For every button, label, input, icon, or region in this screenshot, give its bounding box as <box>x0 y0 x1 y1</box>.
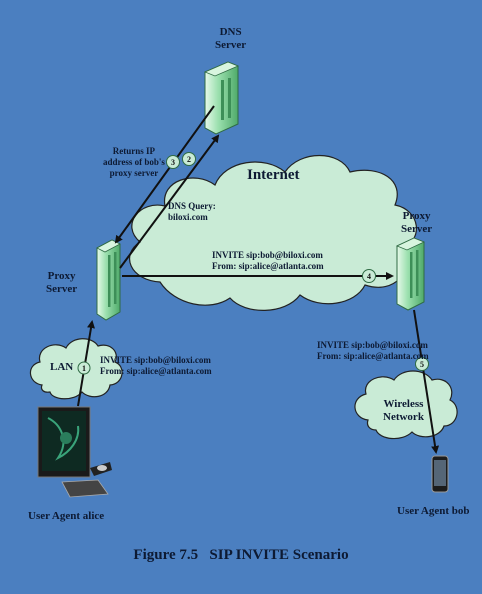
dns-server-icon <box>203 61 240 135</box>
svg-text:3: 3 <box>171 158 175 167</box>
arrow-step-5 <box>413 309 440 454</box>
arrow-step-2 <box>119 134 220 269</box>
arrow-step-3 <box>114 105 215 244</box>
wireless-network-label: Wireless Network <box>383 398 424 423</box>
returns-ip-label: Returns IP address of bob's proxy server <box>103 146 165 178</box>
lan-cloud <box>29 338 123 400</box>
user-agent-alice-label: User Agent alice <box>28 510 105 522</box>
step-marker-4: 4 <box>362 269 376 283</box>
dns-query-label: DNS Query: biloxi.com <box>168 201 216 222</box>
bob-phone-icon <box>431 455 449 493</box>
invite-internet-label: INVITE sip:bob@biloxi.com From: sip:alic… <box>212 250 324 271</box>
proxy-server-right-icon <box>395 237 426 311</box>
svg-text:5: 5 <box>420 360 424 369</box>
lan-label: LAN <box>50 361 74 373</box>
proxy-server-right-label: Proxy Server <box>401 210 433 235</box>
dns-server-label: DNS Server <box>215 26 247 51</box>
user-agent-bob-label: User Agent bob <box>397 505 470 517</box>
svg-text:4: 4 <box>367 272 371 281</box>
internet-label: Internet <box>247 167 300 183</box>
step-marker-2: 2 <box>182 152 196 166</box>
internet-cloud <box>129 154 417 311</box>
proxy-server-left-icon <box>96 239 121 321</box>
step-marker-5: 5 <box>415 357 429 371</box>
invite-lan-label: INVITE sip:bob@biloxi.com From: sip:alic… <box>100 355 212 376</box>
invite-wireless-label: INVITE sip:bob@biloxi.com From: sip:alic… <box>317 340 429 361</box>
proxy-server-left-label: Proxy Server <box>46 270 78 295</box>
step-marker-3: 3 <box>166 155 180 169</box>
figure-caption: Figure 7.5 SIP INVITE Scenario <box>133 547 349 563</box>
svg-text:1: 1 <box>82 364 86 373</box>
svg-text:2: 2 <box>187 155 191 164</box>
alice-computer-icon <box>37 406 112 498</box>
step-marker-1: 1 <box>77 361 91 375</box>
